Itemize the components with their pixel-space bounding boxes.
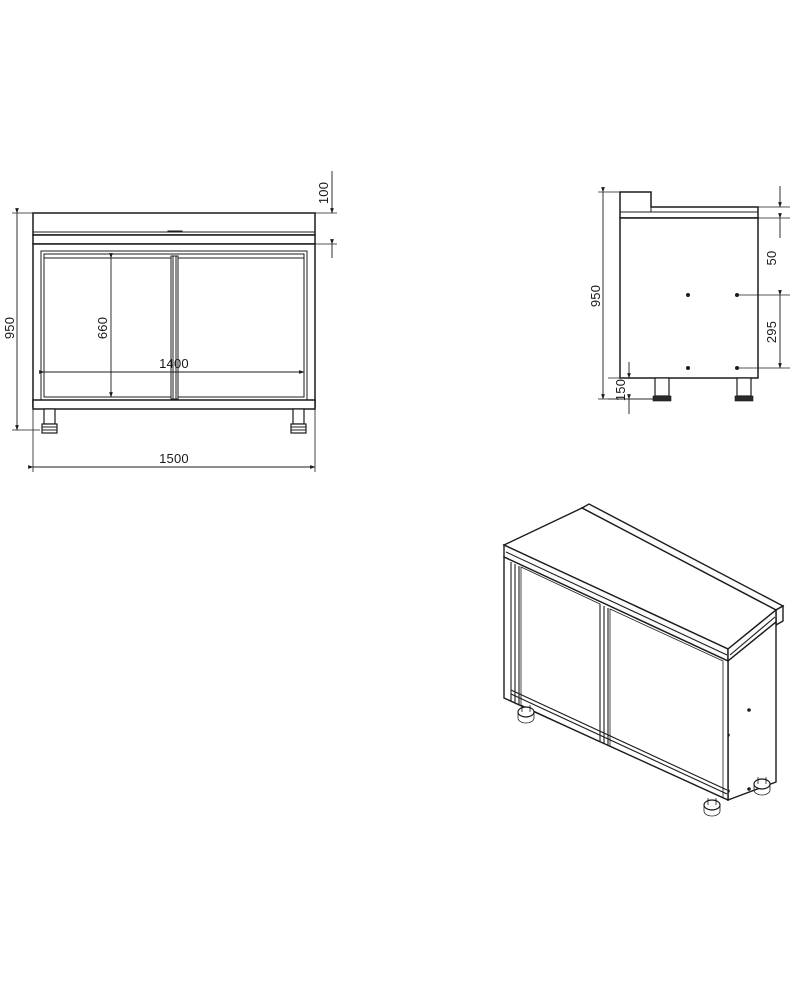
side-worktop-profile bbox=[619, 191, 759, 219]
dim-label-front-door-height: 660 bbox=[95, 317, 110, 339]
dim-label-side-hole-spacing: 295 bbox=[764, 321, 779, 343]
dim-label-side-height-total: 950 bbox=[588, 285, 603, 307]
side-foot-left bbox=[652, 377, 672, 402]
front-foot-right bbox=[290, 408, 307, 434]
dim-label-front-width-total: 1500 bbox=[159, 451, 189, 466]
front-foot-left bbox=[41, 408, 58, 434]
iso-foot-front-right bbox=[703, 798, 721, 817]
iso-door-center-stile bbox=[599, 604, 609, 746]
isometric-3d-view bbox=[502, 503, 785, 817]
dimension-front-width-total: 1500 bbox=[28, 409, 316, 472]
dimension-front-door-width: 1400 bbox=[39, 356, 305, 374]
iso-frame-stile-left bbox=[510, 562, 520, 705]
front-bottom-rail bbox=[32, 399, 316, 410]
dimension-side-top-thickness: 50 bbox=[758, 186, 790, 265]
side-elevation-view: 950 50 295 bbox=[588, 186, 790, 414]
iso-foot-front-left bbox=[517, 705, 535, 724]
dim-label-front-door-width: 1400 bbox=[159, 356, 189, 371]
dimension-front-backsplash-height: 100 bbox=[315, 171, 337, 258]
iso-sliding-door-right bbox=[609, 608, 724, 799]
dimension-side-hole-spacing: 295 bbox=[737, 290, 790, 369]
side-cabinet-body bbox=[619, 217, 759, 379]
iso-front-door-frame bbox=[503, 555, 729, 802]
iso-foot-rear-right bbox=[753, 777, 771, 796]
dimension-front-height-total: 950 bbox=[2, 208, 40, 431]
front-worktop bbox=[32, 212, 316, 236]
dim-label-side-top-thickness: 50 bbox=[764, 251, 779, 266]
front-elevation-view: 950 660 1400 1500 bbox=[2, 171, 337, 472]
dim-label-front-backsplash-height: 100 bbox=[316, 182, 331, 204]
front-door-center-stile bbox=[170, 255, 179, 400]
dimension-side-leg-height: 150 bbox=[608, 362, 655, 414]
iso-frame-rail-bottom bbox=[510, 689, 728, 795]
side-foot-right bbox=[734, 377, 754, 402]
front-apron-rail bbox=[32, 234, 316, 245]
dim-label-front-height-total: 950 bbox=[2, 317, 17, 339]
dim-label-side-leg-height: 150 bbox=[613, 379, 628, 401]
